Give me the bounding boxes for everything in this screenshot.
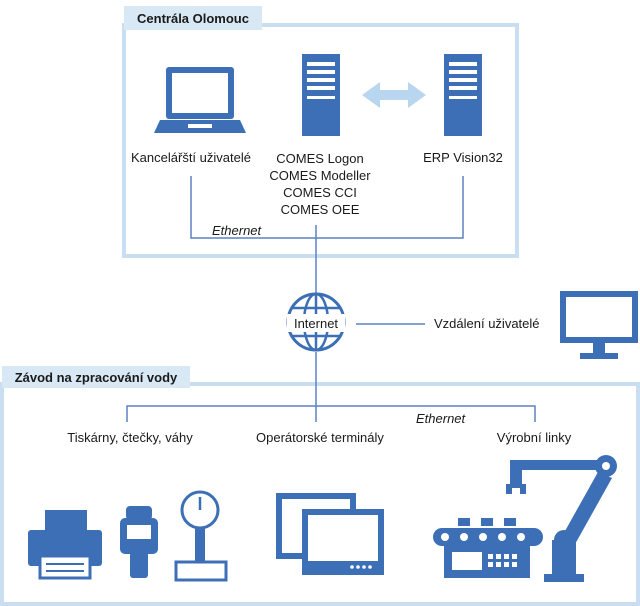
plant-frame [0, 382, 640, 606]
production-line-icon [433, 455, 617, 582]
comes-module-1: COMES Logon [276, 151, 364, 166]
remote-users-label: Vzdálení uživatelé [434, 316, 540, 331]
operator-terminals-label: Operátorské terminály [256, 430, 384, 445]
monitor-icon [560, 291, 638, 359]
barcode-scanner-icon [120, 506, 158, 578]
ethernet-top-label: Ethernet [212, 223, 262, 238]
comes-module-2: COMES Modeller [269, 168, 371, 183]
erp-label: ERP Vision32 [423, 150, 503, 165]
office-users-label: Kancelářští uživatelé [131, 150, 251, 165]
comes-modules-label: COMES Logon COMES Modeller COMES CCI COM… [258, 150, 382, 218]
peripherals-label: Tiskárny, čtečky, váhy [67, 430, 193, 445]
comes-module-4: COMES OEE [280, 202, 360, 217]
scale-icon [174, 490, 228, 582]
globe-icon [286, 292, 346, 352]
erp-server-icon [444, 54, 482, 136]
operator-terminals-icon [276, 493, 384, 575]
comes-module-3: COMES CCI [283, 185, 357, 200]
central-office-title: Centrála Olomouc [124, 6, 262, 30]
production-lines-label: Výrobní linky [496, 430, 572, 445]
ethernet-line-bottom [126, 405, 536, 422]
laptop-icon [154, 67, 246, 133]
ethernet-line-top [190, 176, 464, 239]
central-office-frame [122, 23, 519, 258]
printer-icon [28, 510, 102, 580]
ethernet-bottom-label: Ethernet [416, 411, 466, 426]
sync-arrow-icon [362, 82, 426, 108]
internet-label: Internet [293, 316, 339, 331]
server-icon [302, 54, 340, 136]
plant-title: Závod na zpracování vody [2, 366, 190, 388]
